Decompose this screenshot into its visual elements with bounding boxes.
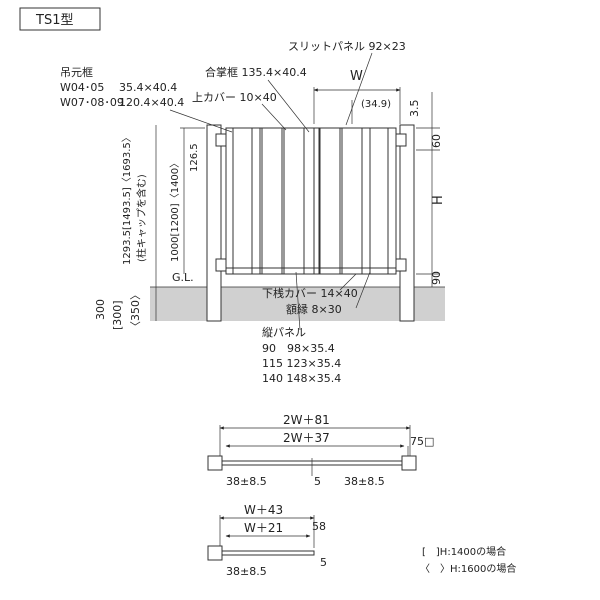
post-w0709-size: 120.4×40.4 [119,96,184,109]
model-label: TS1型 [35,13,73,28]
plan-single-outer: W＋43 [244,503,283,517]
dim-h: H [431,195,446,205]
plan-double-post: 75□ [410,435,434,448]
plan-single-post [207,545,223,561]
post-w0709: W07･08･09 [60,96,124,109]
plan-single-gate [221,550,315,556]
dim-3-5: 3.5 [408,100,421,118]
plan-double-outer: 2W＋81 [283,413,330,427]
embed-300b: [300] [111,300,124,330]
post-w0405: W04･05 [60,81,104,94]
vertical-panel-title: 縦パネル [262,326,306,339]
vp-140: 140 148×35.4 [262,372,341,385]
post-w0405-size: 35.4×40.4 [119,81,177,94]
post-length: 1293.5[1493.5]〈1693.5〉 [121,132,133,265]
embed-300: 300 [94,299,107,320]
left-post [206,124,222,322]
plan-single-inner: W＋21 [244,521,283,535]
model-label-box [19,7,101,31]
vp-115: 115 123×35.4 [262,357,341,370]
hinge-icon [395,133,407,147]
gl-label: G.L. [172,271,194,284]
dim-126-5: 126.5 [189,143,200,172]
dim-60: 60 [430,134,443,148]
meeting-frame-label: 合掌框 135.4×40.4 [205,65,307,79]
legend-angle: 〈 〉H:1600の場合 [420,562,516,575]
bottom-cover-label: 下桟カバー 14×40 [262,286,358,300]
plan-double-post-right [401,455,417,471]
hinge-icon [215,133,227,147]
plan-double-left-gap: 38±8.5 [226,475,267,488]
frame-edge-label: 額縁 8×30 [286,302,342,316]
hinge-icon [395,258,407,272]
dim-w: W [350,69,363,84]
height-range: 1000[1200]〈1400〉 [169,158,181,262]
post-frame-title: 吊元框 [60,66,93,79]
plan-single-left-gap: 38±8.5 [226,565,267,578]
plan-single-right-gap: 5 [320,556,327,569]
plan-double-inner: 2W＋37 [283,431,330,445]
plan-double-right-gap: 38±8.5 [344,475,385,488]
top-cover-label: 上カバー 10×40 [192,91,277,104]
plan-double-post-left [207,455,223,471]
plan-double-center-gap: 5 [314,475,321,488]
dim-90: 90 [430,271,443,285]
slit-panel-label: スリットパネル 92×23 [288,40,406,53]
legend-bracket: [ ]H:1400の場合 [422,545,506,558]
post-note: (柱キャップを含む) [135,174,148,262]
right-post [399,124,415,322]
gate-panels [225,127,397,275]
hinge-icon [215,258,227,272]
embed-350: 〈350〉 [129,289,142,332]
vp-90: 90 98×35.4 [262,342,335,355]
plan-single-side: 58 [312,520,326,533]
dim-34-9: (34.9) [361,99,391,110]
